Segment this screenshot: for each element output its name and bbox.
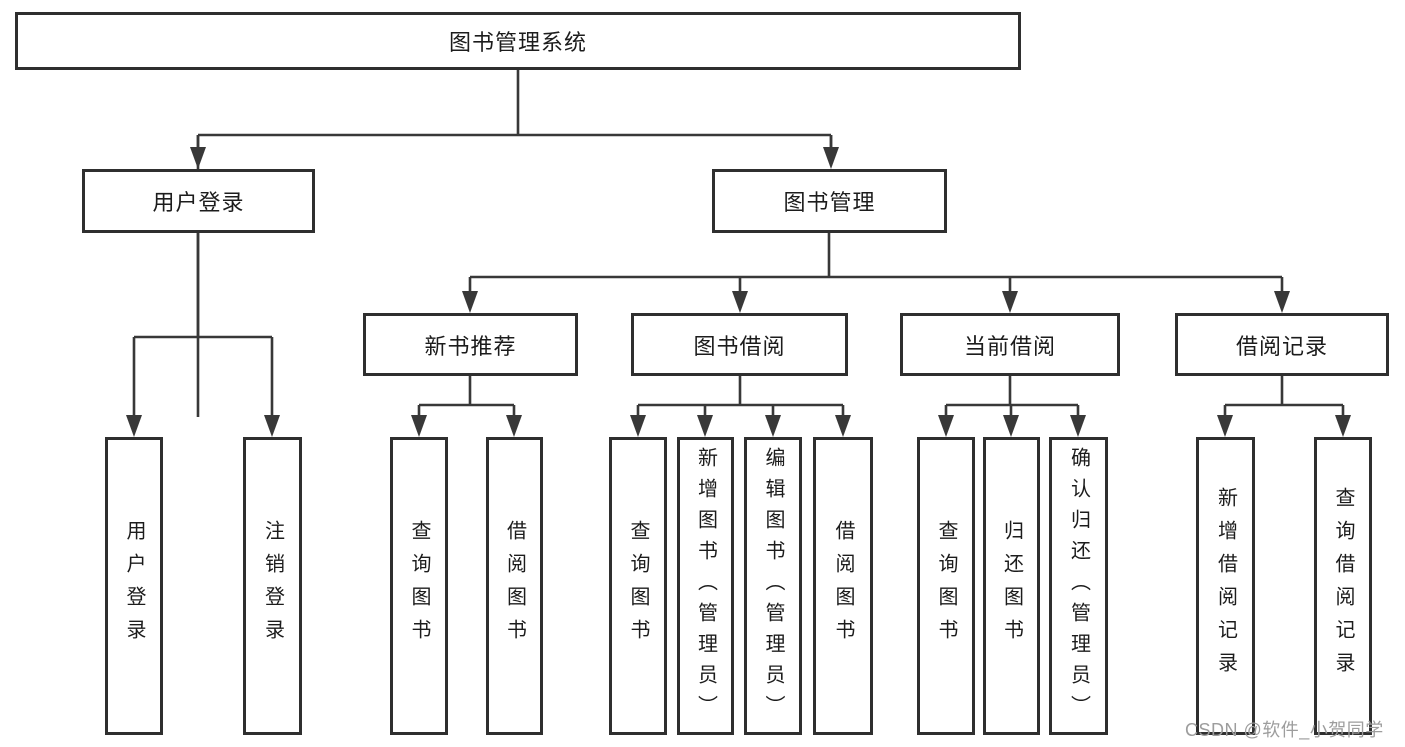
node-book-borrow: 图书借阅 bbox=[631, 313, 848, 376]
node-user-login-label: 用户登录 bbox=[152, 190, 245, 215]
leaf-user-login: 用户登录 bbox=[105, 437, 163, 735]
connector-bookborrow-to-leaves bbox=[636, 376, 845, 417]
leaf-logout: 注销登录 bbox=[243, 437, 302, 735]
node-root-system: 图书管理系统 bbox=[15, 12, 1021, 70]
leaf-newbook-borrow-book: 借阅图书 bbox=[486, 437, 543, 735]
node-user-login: 用户登录 bbox=[82, 169, 315, 233]
leaf-newbook-query-book-label: 查询图书 bbox=[408, 520, 430, 652]
node-book-borrow-label: 图书借阅 bbox=[693, 333, 786, 359]
connector-borrowrecord-to-leaves bbox=[1223, 376, 1345, 417]
leaf-currentborrow-return-book-label: 归还图书 bbox=[1000, 520, 1023, 652]
node-borrow-record: 借阅记录 bbox=[1175, 313, 1389, 376]
node-current-borrow: 当前借阅 bbox=[900, 313, 1120, 376]
leaf-logout-label: 注销登录 bbox=[261, 520, 284, 652]
leaf-record-add: 新增借阅记录 bbox=[1196, 437, 1255, 735]
leaf-currentborrow-return-book: 归还图书 bbox=[983, 437, 1040, 735]
leaf-currentborrow-confirm-return-label: 确认归还（管理员） bbox=[1067, 446, 1090, 726]
node-new-book-recommend-label: 新书推荐 bbox=[424, 333, 517, 359]
node-borrow-record-label: 借阅记录 bbox=[1235, 333, 1328, 359]
leaf-bookborrow-add-book: 新增图书（管理员） bbox=[677, 437, 734, 735]
leaf-record-add-label: 新增借阅记录 bbox=[1214, 487, 1237, 685]
node-book-management-label: 图书管理 bbox=[783, 190, 876, 215]
node-root-label: 图书管理系统 bbox=[448, 30, 587, 55]
leaf-bookborrow-edit-book-label: 编辑图书（管理员） bbox=[762, 446, 784, 726]
node-new-book-recommend: 新书推荐 bbox=[363, 313, 578, 376]
node-current-borrow-label: 当前借阅 bbox=[963, 333, 1056, 359]
csdn-watermark: CSDN @软件_小贺同学 bbox=[1185, 720, 1384, 740]
leaf-newbook-borrow-book-label: 借阅图书 bbox=[503, 520, 526, 652]
connector-userlogin-to-leaves bbox=[132, 233, 274, 417]
leaf-bookborrow-add-book-label: 新增图书（管理员） bbox=[694, 446, 717, 726]
leaf-bookborrow-borrow-book: 借阅图书 bbox=[813, 437, 873, 735]
leaf-user-login-label: 用户登录 bbox=[123, 520, 145, 652]
leaf-record-query: 查询借阅记录 bbox=[1314, 437, 1372, 735]
leaf-currentborrow-confirm-return: 确认归还（管理员） bbox=[1049, 437, 1108, 735]
connector-currentborrow-to-leaves bbox=[944, 376, 1080, 417]
leaf-newbook-query-book: 查询图书 bbox=[390, 437, 448, 735]
arrowheads bbox=[126, 147, 1351, 437]
leaf-currentborrow-query-book: 查询图书 bbox=[917, 437, 975, 735]
leaf-bookborrow-query-book: 查询图书 bbox=[609, 437, 667, 735]
connector-root-stems bbox=[196, 135, 833, 149]
leaf-bookborrow-borrow-book-label: 借阅图书 bbox=[832, 520, 854, 652]
leaf-record-query-label: 查询借阅记录 bbox=[1332, 487, 1354, 685]
leaf-currentborrow-query-book-label: 查询图书 bbox=[935, 520, 957, 652]
leaf-bookborrow-query-book-label: 查询图书 bbox=[627, 520, 649, 652]
node-book-management: 图书管理 bbox=[712, 169, 947, 233]
leaf-bookborrow-edit-book: 编辑图书（管理员） bbox=[744, 437, 802, 735]
connector-newbook-to-leaves bbox=[417, 376, 516, 417]
connector-root-to-level2 bbox=[196, 70, 833, 417]
connector-bookmgmt-to-level3 bbox=[468, 233, 1284, 293]
